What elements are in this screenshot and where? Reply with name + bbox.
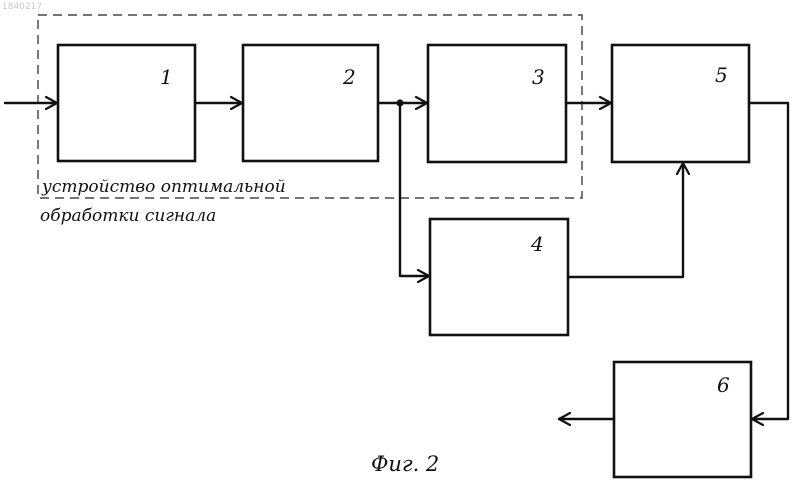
connector-1-to-2 <box>195 97 242 109</box>
block-2-label: 2 <box>342 65 356 89</box>
block-5-label: 5 <box>715 63 728 87</box>
block-4-label: 4 <box>530 232 544 256</box>
group-label-line-1: устройство оптимальной <box>41 177 286 197</box>
connector-branch-to-4 <box>400 103 429 282</box>
connector-4-to-5 <box>568 163 689 277</box>
block-1-label: 1 <box>160 65 173 89</box>
connector-3-to-5 <box>566 97 611 109</box>
block-6-label: 6 <box>717 373 730 397</box>
document-stamp: 1840217 <box>2 2 42 12</box>
block-3-label: 3 <box>532 65 545 89</box>
group-label-line-2: обработки сигнала <box>40 206 216 226</box>
block-3: 3 <box>428 45 566 162</box>
connector-5-to-6 <box>749 103 788 425</box>
figure-caption: Фиг. 2 <box>371 452 439 476</box>
block-5: 5 <box>612 45 749 162</box>
block-6: 6 <box>614 362 751 477</box>
block-1: 1 <box>58 45 195 161</box>
input-arrow <box>5 97 57 109</box>
output-arrow <box>559 413 614 425</box>
block-4: 4 <box>430 219 568 335</box>
block-2: 2 <box>243 45 378 161</box>
